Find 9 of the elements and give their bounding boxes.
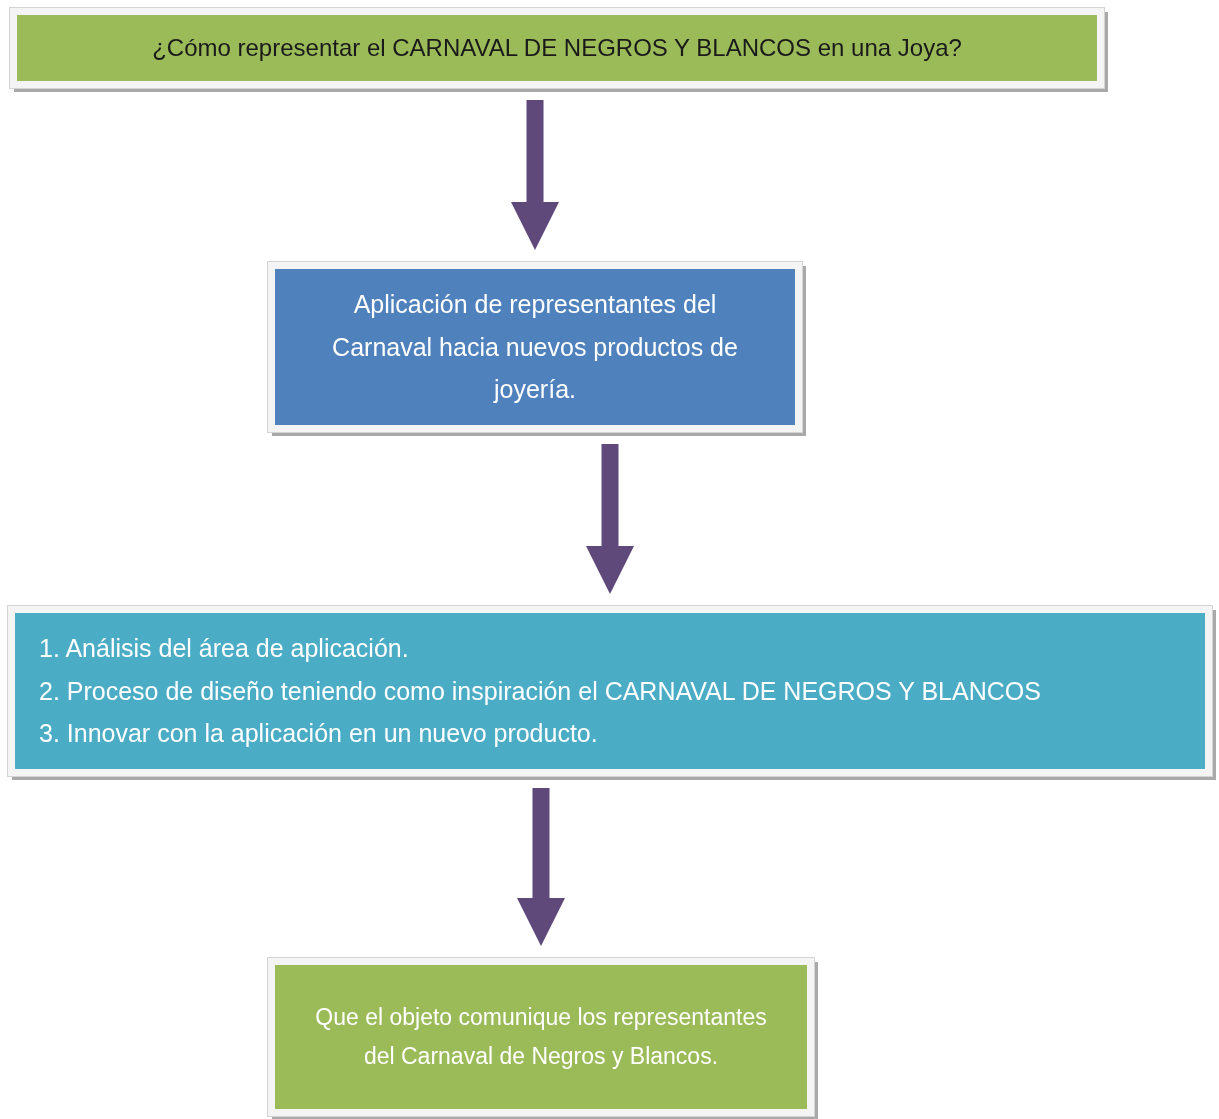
list-item: 2. Proceso de diseño teniendo como inspiración el CARNAVAL DE NEGROS Y BLANCOS xyxy=(39,675,1041,707)
box-text: ¿Cómo representar el CARNAVAL DE NEGROS Y BLANCOS en una Joya? xyxy=(152,32,962,63)
box-text: Aplicación de representantes del Carnaval hacia nuevos productos de joyería. xyxy=(331,289,739,406)
box-text: Que el objeto comunique los representantes del Carnaval de Negros y Blancos. xyxy=(314,1002,768,1071)
arrow xyxy=(586,444,634,594)
arrow xyxy=(511,100,559,250)
list-item: 1. Análisis del área de aplicación. xyxy=(39,633,409,665)
list-item: 3. Innovar con la aplicación en un nuevo producto. xyxy=(39,718,598,750)
arrow xyxy=(517,788,565,946)
